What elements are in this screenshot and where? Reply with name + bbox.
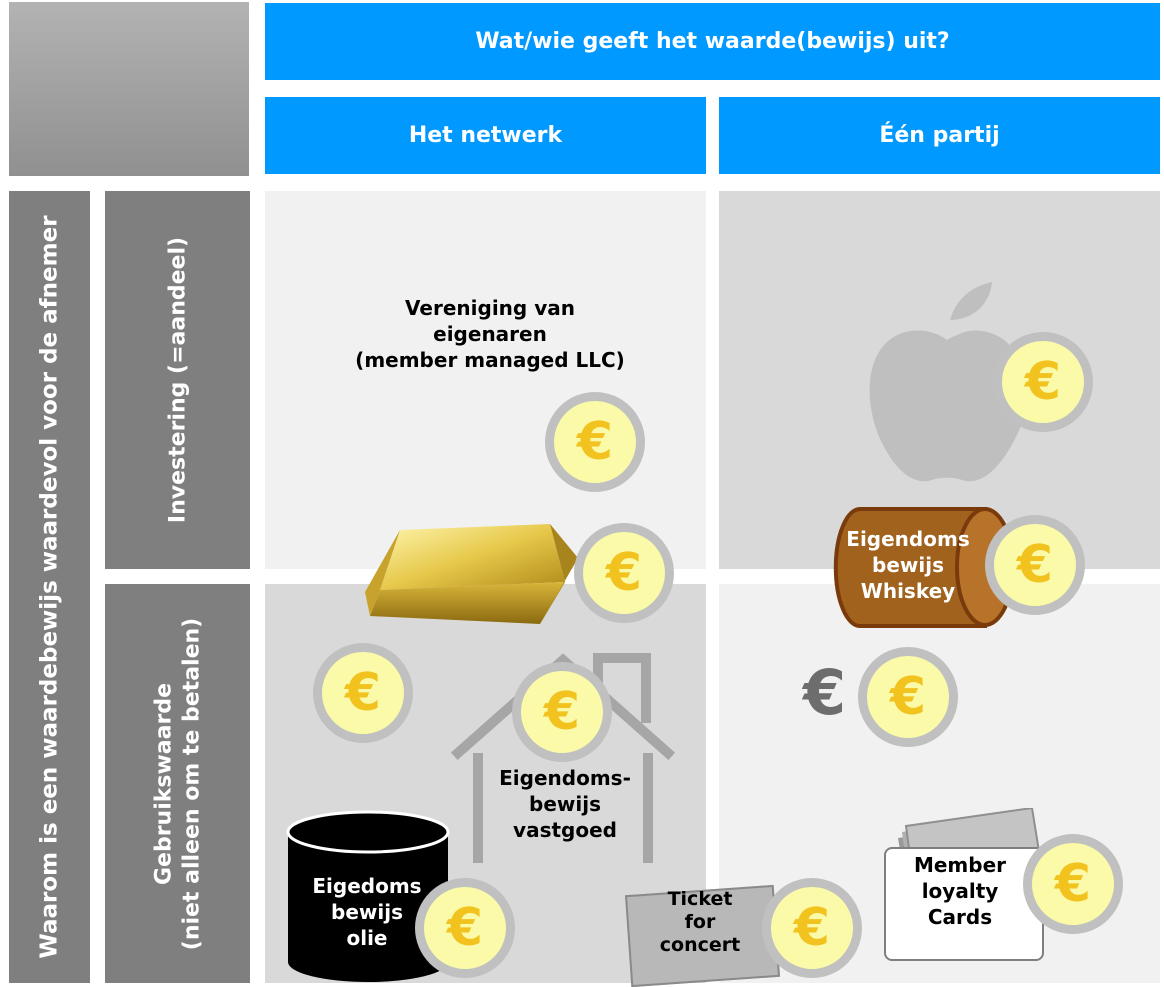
- euro-coin-icon: €: [415, 878, 515, 978]
- euro-coin-symbol: €: [793, 898, 831, 958]
- whiskey-label: Eigendoms bewijs Whiskey: [828, 526, 988, 604]
- member-card-box: [884, 847, 1044, 961]
- euro-coin-icon: €: [545, 392, 645, 492]
- euro-coin-symbol: €: [576, 412, 614, 472]
- euro-coin-symbol: €: [446, 898, 484, 958]
- member-line3: Cards: [927, 905, 993, 929]
- row-label-gebruikswaarde-line2: (niet alleen om te betalen): [178, 617, 204, 950]
- euro-coin-symbol: €: [889, 667, 927, 727]
- whiskey-line1: Eigendoms: [846, 527, 970, 551]
- header-col-netwerk-text: Het netwerk: [408, 123, 563, 148]
- euro-coin-symbol: €: [1054, 854, 1092, 914]
- header-top: Wat/wie geeft het waarde(bewijs) uit?: [265, 3, 1160, 80]
- whiskey-line3: Whiskey: [860, 579, 956, 603]
- member-line1: Member: [913, 853, 1007, 877]
- row-label-investering: Investering (=aandeel): [105, 191, 250, 569]
- row-label-investering-text: Investering (=aandeel): [164, 236, 190, 524]
- ticket-line1: Ticket: [667, 888, 733, 910]
- ticket-label: Ticket for concert: [640, 888, 760, 956]
- euro-coin-symbol: €: [1024, 352, 1062, 412]
- euro-coin-icon: €: [993, 332, 1093, 432]
- llc-label: Vereniging van eigenaren (member managed…: [300, 295, 680, 373]
- apple-logo-icon: [869, 282, 1024, 482]
- euro-coin-icon: €: [858, 647, 958, 747]
- header-top-text: Wat/wie geeft het waarde(bewijs) uit?: [475, 29, 950, 54]
- euro-coin-symbol: €: [543, 682, 581, 742]
- vastgoed-line1: Eigendoms-: [499, 766, 631, 790]
- olie-label: Eigedoms bewijs olie: [292, 873, 442, 951]
- llc-line2: eigenaren: [433, 322, 547, 346]
- ticket-line2: for: [684, 910, 716, 933]
- vastgoed-line3: vastgoed: [513, 818, 617, 842]
- whiskey-line2: bewijs: [872, 553, 944, 577]
- gold-bar-icon: [365, 524, 578, 624]
- euro-coin-icon: €: [313, 643, 413, 743]
- llc-line1: Vereniging van: [405, 296, 575, 320]
- vastgoed-label: Eigendoms- bewijs vastgoed: [465, 765, 665, 843]
- corner-block: [9, 2, 249, 176]
- ticket-line3: concert: [659, 933, 741, 956]
- olie-line3: olie: [346, 926, 388, 950]
- euro-coin-icon: €: [574, 523, 674, 623]
- outer-row-text: Waarom is een waardebewijs waardevol voo…: [36, 215, 63, 959]
- header-col-partij: Één partij: [719, 97, 1160, 174]
- cell-netwerk-investering: [265, 191, 706, 569]
- olie-line2: bewijs: [331, 900, 403, 924]
- header-col-partij-text: Één partij: [879, 123, 1000, 148]
- header-col-netwerk: Het netwerk: [265, 97, 706, 174]
- row-label-gebruikswaarde-line1: Gebruikswaarde: [151, 682, 176, 885]
- euro-coin-icon: €: [1023, 834, 1123, 934]
- euro-coin-symbol: €: [344, 663, 382, 723]
- euro-coin-symbol: €: [605, 543, 643, 603]
- member-label: Member loyalty Cards: [890, 852, 1030, 930]
- vastgoed-line2: bewijs: [529, 792, 601, 816]
- row-label-gebruikswaarde-text: Gebruikswaarde (niet alleen om te betale…: [150, 617, 205, 949]
- euro-coin-icon: €: [985, 515, 1085, 615]
- olie-line1: Eigedoms: [312, 874, 422, 898]
- euro-symbol-icon: €: [803, 656, 847, 729]
- euro-coin-symbol: €: [1016, 535, 1054, 595]
- row-label-gebruikswaarde: Gebruikswaarde (niet alleen om te betale…: [105, 584, 250, 983]
- outer-row-label: Waarom is een waardebewijs waardevol voo…: [9, 191, 90, 983]
- euro-coin-icon: €: [762, 878, 862, 978]
- member-line2: loyalty: [921, 879, 999, 903]
- euro-coin-icon: €: [512, 662, 612, 762]
- llc-line3: (member managed LLC): [355, 348, 625, 372]
